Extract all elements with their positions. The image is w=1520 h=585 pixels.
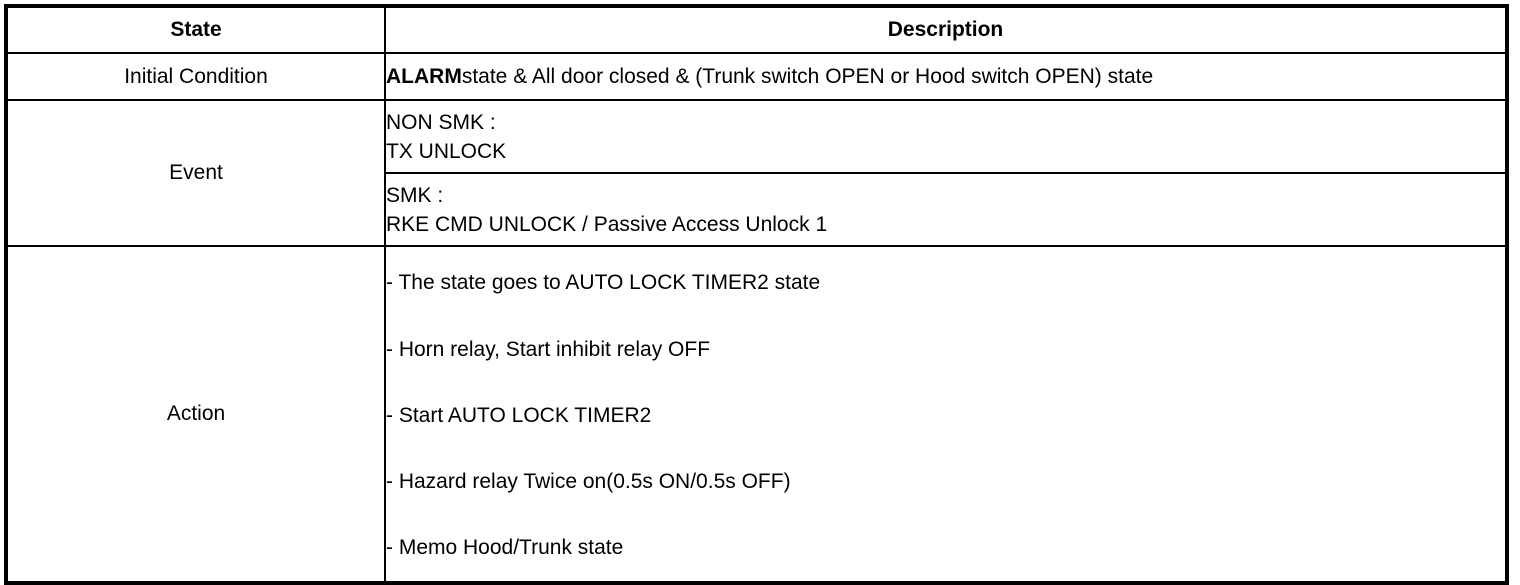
initial-condition-text: ALARMstate & All door closed & (Trunk sw… — [386, 54, 1505, 99]
row-label-initial-condition: Initial Condition — [5, 52, 386, 101]
row-description-initial-condition: ALARMstate & All door closed & (Trunk sw… — [384, 52, 1508, 101]
initial-condition-label: Initial Condition — [124, 64, 268, 88]
action-label: Action — [166, 402, 226, 426]
table-row-event-smk: SMK : RKE CMD UNLOCK / Passive Access Un… — [6, 172, 1508, 247]
header-label-state: State — [170, 18, 222, 42]
event-smk-line-2: RKE CMD UNLOCK / Passive Access Unlock 1 — [386, 212, 828, 236]
document-page: State Description Initial Condition ALAR… — [4, 4, 1509, 585]
table-row-action: Action - The state goes to AUTO LOCK TIM… — [5, 245, 1508, 584]
row-description-action: - The state goes to AUTO LOCK TIMER2 sta… — [384, 245, 1508, 584]
event-non-smk-block: NON SMK : TX UNLOCK — [386, 108, 1505, 166]
header-label-description: Description — [887, 18, 1004, 42]
action-list-item: - Hazard relay Twice on(0.5s ON/0.5s OFF… — [386, 470, 791, 493]
row-description-event-non-smk: NON SMK : TX UNLOCK — [384, 99, 1508, 174]
action-list-item: - Start AUTO LOCK TIMER2 — [386, 404, 652, 427]
table-header-row: State Description — [5, 5, 1508, 54]
row-label-event: Event — [5, 99, 386, 247]
event-non-smk-line-2: TX UNLOCK — [386, 139, 507, 163]
event-smk-line-1: SMK : — [386, 183, 444, 207]
row-description-event-smk: SMK : RKE CMD UNLOCK / Passive Access Un… — [384, 172, 1508, 247]
state-description-table: State Description Initial Condition ALAR… — [4, 4, 1509, 585]
action-list-item: - Horn relay, Start inhibit relay OFF — [386, 338, 711, 361]
action-item-list: - The state goes to AUTO LOCK TIMER2 sta… — [386, 247, 1505, 581]
header-cell-description: Description — [384, 5, 1508, 54]
initial-condition-bold-token: ALARM — [386, 65, 462, 88]
event-non-smk-line-1: NON SMK : — [386, 110, 496, 134]
table-row-event-non-smk: Event NON SMK : TX UNLOCK — [5, 99, 1508, 247]
initial-condition-rest-text: state & All door closed & (Trunk switch … — [461, 65, 1154, 88]
table-row-initial-condition: Initial Condition ALARMstate & All door … — [5, 52, 1508, 101]
event-label: Event — [169, 161, 223, 185]
event-smk-block: SMK : RKE CMD UNLOCK / Passive Access Un… — [386, 181, 1505, 239]
row-label-action: Action — [5, 245, 386, 584]
action-list-item: - Memo Hood/Trunk state — [386, 536, 624, 559]
action-list-item: - The state goes to AUTO LOCK TIMER2 sta… — [386, 271, 821, 294]
header-cell-state: State — [5, 5, 386, 54]
